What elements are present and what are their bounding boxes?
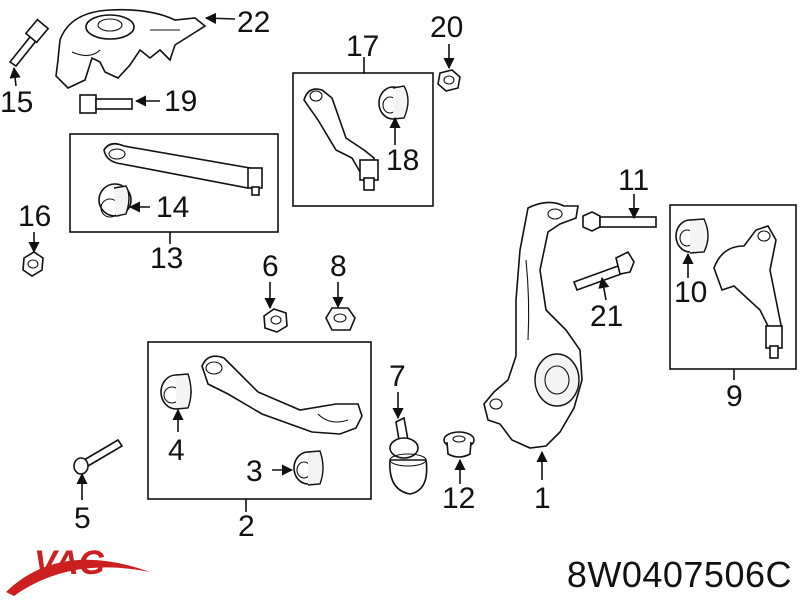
control-arm-part-17 — [303, 88, 379, 191]
nut-part-16 — [22, 251, 44, 277]
vag-logo-swoosh — [6, 559, 150, 596]
nut-part-6 — [263, 308, 288, 333]
callout-10: 10 — [674, 276, 707, 309]
nut-part-8 — [325, 307, 356, 331]
ball-joint-part-7 — [389, 416, 428, 495]
callout-1: 1 — [534, 482, 551, 515]
callout-13: 13 — [150, 242, 183, 275]
callout-9: 9 — [726, 380, 743, 413]
group-box-13 — [69, 133, 279, 233]
bushing-part-18 — [378, 85, 409, 120]
callout-12: 12 — [442, 482, 475, 515]
callout-6: 6 — [262, 250, 279, 283]
callout-14: 14 — [156, 191, 189, 224]
bushing-part-4 — [160, 373, 192, 410]
callout-17: 17 — [346, 30, 379, 63]
callout-11: 11 — [618, 164, 649, 197]
bolt-part-11 — [582, 211, 657, 232]
nut-part-20 — [437, 69, 461, 92]
control-arm-part-9 — [713, 225, 783, 359]
vag-logo: VAG — [6, 544, 150, 596]
bushing-part-3 — [293, 450, 324, 486]
callout-4: 4 — [168, 434, 185, 467]
vag-logo-text: VAG — [34, 544, 105, 582]
control-arm-part-13 — [103, 142, 263, 196]
callout-3: 3 — [246, 455, 263, 488]
bolt-part-15 — [8, 18, 50, 68]
bolt-part-5 — [73, 438, 124, 475]
callout-20: 20 — [430, 11, 463, 44]
callout-7: 7 — [389, 360, 406, 393]
callout-18: 18 — [386, 144, 419, 177]
steering-knuckle-part-1 — [483, 201, 583, 449]
bushing-part-10 — [675, 218, 709, 254]
part-number: 8W0407506C — [566, 554, 792, 595]
nut-part-12 — [443, 431, 475, 458]
callout-8: 8 — [330, 250, 347, 283]
callout-15: 15 — [0, 86, 33, 119]
leader-lines — [9, 12, 735, 512]
callout-5: 5 — [74, 502, 91, 535]
callout-labels: 22 15 19 20 17 18 14 13 16 6 8 7 4 3 5 2… — [0, 6, 743, 543]
group-box-17 — [292, 72, 434, 207]
group-box-9 — [669, 204, 797, 370]
callout-2: 2 — [238, 510, 255, 543]
callout-21: 21 — [590, 300, 623, 333]
bolt-part-21 — [572, 250, 635, 292]
group-box-2 — [147, 341, 372, 500]
callout-22: 22 — [237, 6, 270, 39]
bushing-part-14 — [98, 183, 132, 218]
callout-19: 19 — [164, 85, 197, 118]
callout-16: 16 — [18, 200, 51, 233]
pivot-bracket-part-22 — [55, 8, 207, 89]
bolt-part-19 — [79, 94, 133, 114]
control-arm-part-2 — [201, 355, 363, 435]
